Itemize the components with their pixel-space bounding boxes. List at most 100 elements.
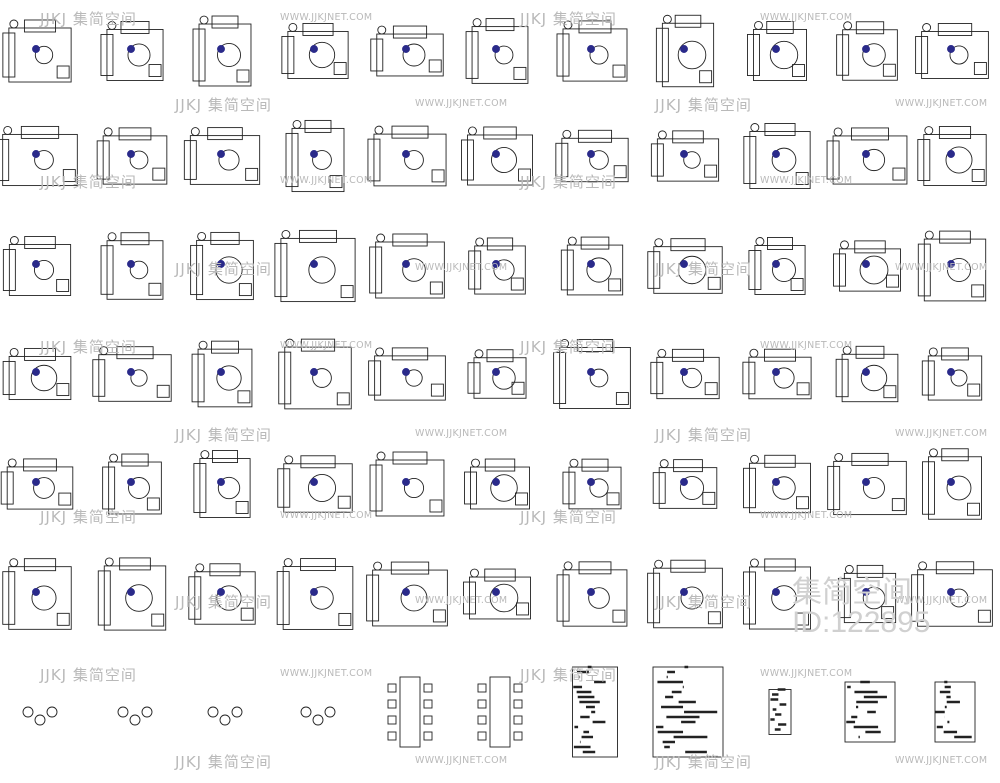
sofa	[647, 572, 661, 624]
dining-table	[489, 676, 511, 748]
armchair	[240, 607, 254, 621]
rug-outline	[559, 347, 631, 409]
rug-outline	[194, 571, 256, 625]
rug-outline	[291, 127, 345, 193]
furniture-layout-block	[102, 453, 162, 515]
furniture-layout-block	[300, 706, 336, 726]
furniture-layout-block	[650, 348, 720, 400]
armchair	[237, 390, 251, 404]
coffee-table	[490, 474, 518, 502]
sofa	[278, 351, 292, 405]
side-table	[198, 340, 208, 350]
coffee-table	[769, 40, 799, 70]
sofa	[833, 253, 846, 287]
coffee-table	[310, 586, 334, 610]
plant-accent	[217, 368, 225, 376]
plant-accent	[32, 45, 40, 53]
rug-outline	[375, 241, 445, 299]
sofa	[921, 360, 935, 396]
furniture-layout-block	[468, 237, 526, 295]
side-table	[662, 14, 672, 24]
coffee-table	[130, 369, 148, 387]
plant-accent	[587, 150, 595, 158]
sofa	[915, 36, 929, 74]
sofa-top	[670, 238, 706, 252]
sofa-top	[486, 237, 514, 251]
rug-outline	[656, 356, 720, 400]
side-table	[190, 127, 200, 137]
plant	[312, 714, 324, 726]
coffee-table	[494, 45, 514, 65]
chair	[423, 731, 433, 741]
plant-accent	[862, 478, 870, 486]
sofa-top	[939, 230, 971, 244]
sofa	[826, 140, 840, 180]
plant	[129, 714, 141, 726]
side-table	[563, 561, 573, 571]
sofa-top	[851, 127, 889, 141]
sofa-top	[210, 231, 240, 245]
side-table	[750, 123, 760, 132]
chair	[387, 731, 397, 741]
side-table	[195, 563, 205, 573]
side-table	[833, 127, 843, 137]
chair	[477, 731, 487, 741]
sofa-top	[486, 349, 514, 363]
sofa	[560, 249, 574, 291]
sofa-top	[118, 127, 152, 141]
side-table	[924, 126, 934, 135]
furniture-layout-block	[743, 454, 811, 514]
chair	[477, 715, 487, 725]
armchair	[796, 496, 809, 510]
furniture-layout-block	[188, 563, 256, 625]
coffee-table	[33, 477, 55, 499]
plant-accent	[680, 368, 688, 376]
coffee-table	[859, 255, 889, 285]
armchair	[56, 383, 70, 397]
side-table	[373, 561, 383, 571]
plant-accent	[127, 150, 135, 158]
armchair	[152, 167, 166, 181]
armchair	[156, 384, 170, 398]
rug-outline	[748, 566, 812, 630]
rug-outline	[474, 245, 526, 295]
sofa-top	[673, 459, 703, 473]
coffee-table	[217, 476, 241, 500]
furniture-layout-block	[827, 452, 907, 516]
rug-outline	[283, 463, 353, 513]
rug-outline	[106, 240, 164, 300]
furniture-layout-block	[190, 231, 254, 301]
sofa	[655, 27, 669, 83]
furniture-layout-block	[836, 21, 898, 81]
armchair	[333, 62, 347, 76]
rug-outline	[470, 466, 530, 510]
plant-accent	[32, 150, 40, 158]
plant-accent	[947, 478, 955, 486]
sofa-top	[941, 448, 969, 462]
side-table	[654, 559, 664, 569]
armchair	[606, 492, 620, 506]
sofa-top	[483, 126, 517, 140]
furniture-layout-block	[655, 14, 715, 88]
coffee-table	[680, 586, 704, 610]
coffee-table	[683, 151, 701, 169]
coffee-table	[589, 150, 609, 170]
side-table	[657, 130, 667, 140]
rug-outline	[656, 138, 720, 182]
armchair	[235, 501, 249, 514]
sofa	[743, 467, 756, 509]
sofa-top	[391, 347, 429, 361]
armchair	[56, 279, 70, 292]
furniture-layout-block	[652, 665, 724, 758]
armchair	[245, 167, 259, 181]
coffee-table	[772, 258, 796, 282]
armchair	[429, 499, 443, 513]
rug-outline	[923, 134, 987, 186]
side-table	[754, 20, 763, 30]
armchair	[148, 282, 162, 296]
coffee-table	[862, 148, 886, 172]
coffee-table	[405, 369, 423, 387]
tile-pattern-frame	[572, 666, 618, 758]
sofa-top	[211, 340, 239, 354]
furniture-layout-block	[463, 568, 531, 620]
